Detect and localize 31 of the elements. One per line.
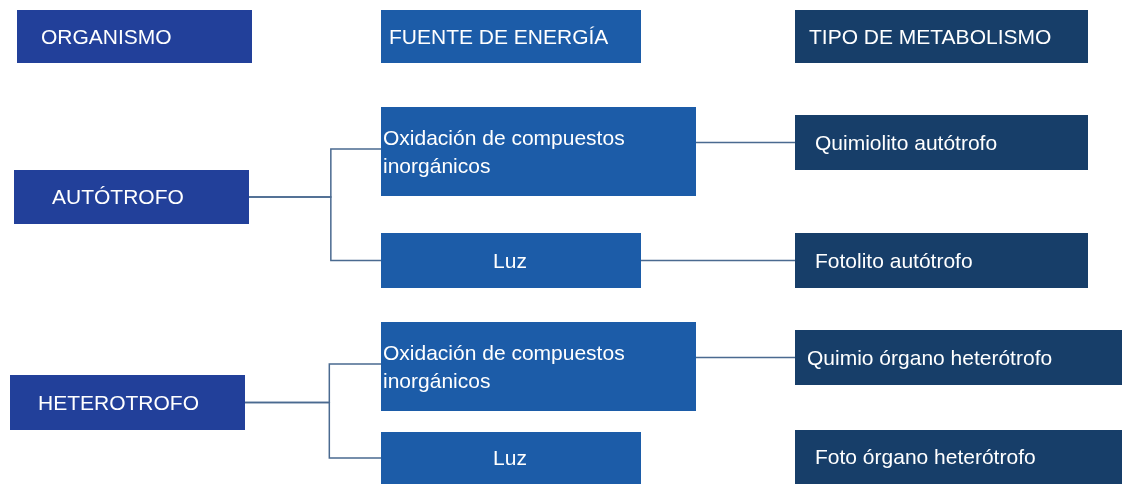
label-box — [795, 10, 1088, 63]
box-text: Oxidación de compuestos inorgánicos — [383, 125, 626, 179]
label-box — [381, 233, 641, 288]
connector-line — [695, 356, 796, 359]
label-box — [795, 430, 1122, 484]
box-text: TIPO DE METABOLISMO — [809, 23, 1052, 50]
connector-line — [248, 196, 382, 262]
label-box — [17, 10, 252, 63]
box-text: ORGANISMO — [41, 23, 172, 50]
connector-line — [640, 259, 796, 262]
box-text: Luz — [493, 445, 527, 472]
box-text: Foto órgano heterótrofo — [815, 444, 1036, 471]
box-text: Quimio órgano heterótrofo — [807, 344, 1053, 371]
box-text: Fotolito autótrofo — [815, 247, 973, 274]
connector-line — [695, 141, 796, 144]
label-box — [795, 115, 1088, 170]
label-box — [381, 432, 641, 484]
label-box — [795, 330, 1122, 385]
label-box — [795, 233, 1088, 288]
label-box — [10, 375, 245, 430]
label-box — [381, 107, 696, 196]
box-text: AUTÓTROFO — [52, 184, 184, 211]
box-text: HETEROTROFO — [38, 389, 199, 416]
box-text: FUENTE DE ENERGÍA — [389, 23, 609, 50]
box-text: Quimiolito autótrofo — [815, 129, 998, 156]
box-text: Luz — [493, 247, 527, 274]
box-text: Oxidación de compuestos inorgánicos — [383, 340, 626, 394]
label-box — [381, 322, 696, 411]
label-box — [14, 170, 249, 224]
label-box — [381, 10, 641, 63]
connector-line — [244, 401, 382, 459]
